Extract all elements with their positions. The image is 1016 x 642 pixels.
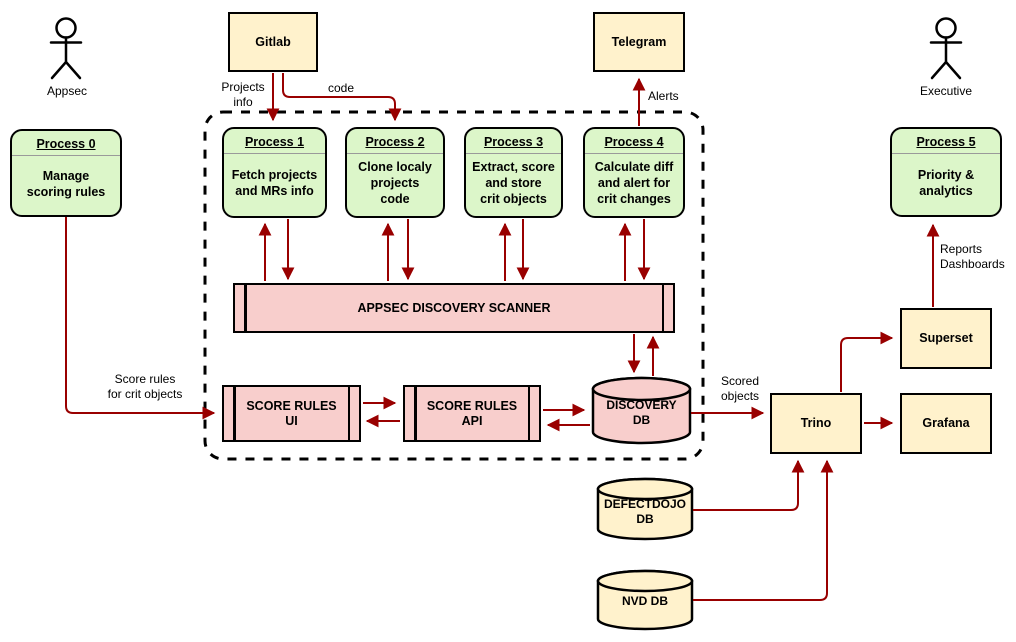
- discovery-db-label: DISCOVERY DB: [606, 398, 677, 427]
- arrow-nvd-to-trino: [693, 459, 834, 601]
- arrow-gitlab-to-p2: [282, 73, 402, 122]
- nvd-db-cylinder: [596, 569, 694, 631]
- scanner-label: APPSEC DISCOVERY SCANNER: [357, 300, 551, 315]
- process-4-node: Process 4 Calculate diff and alert for c…: [583, 127, 685, 218]
- nvd-db-label: NVD DB: [621, 594, 668, 608]
- process-1-title: Process 1: [244, 135, 305, 149]
- process-5-title: Process 5: [916, 135, 976, 149]
- defectdojo-db-label: DEFECTDOJO DB: [603, 497, 686, 526]
- process-0-node: Process 0 Manage scoring rules: [10, 129, 122, 217]
- process-4-body: Calculate diff and alert for crit change…: [594, 160, 674, 206]
- process-5-node: Process 5 Priority & analytics: [890, 127, 1002, 217]
- process-2-body: Clone localy projects code: [358, 160, 432, 206]
- process-3-divider: [466, 153, 561, 154]
- process-1-body: Fetch projects and MRs info: [231, 168, 318, 198]
- appsec-discovery-scanner-node: APPSEC DISCOVERY SCANNER: [233, 283, 675, 333]
- grafana-node: Grafana: [900, 393, 992, 454]
- process-5-body: Priority & analytics: [917, 167, 975, 198]
- edge-label-reports-dashboards: Reports Dashboards: [940, 242, 1005, 271]
- arrow-p0-to-ui: [65, 217, 216, 420]
- edge-label-alerts: Alerts: [648, 89, 679, 103]
- process-2-divider: [347, 153, 443, 154]
- edge-label-scored-objects: Scored objects: [721, 374, 760, 403]
- process-3-body: Extract, score and store crit objects: [472, 160, 555, 206]
- gitlab-node: Gitlab: [228, 12, 318, 72]
- process-0-title: Process 0: [36, 137, 96, 151]
- diagram-arrows: [65, 73, 940, 601]
- trino-node: Trino: [770, 393, 862, 454]
- superset-label: Superset: [919, 331, 973, 345]
- superset-node: Superset: [900, 308, 992, 369]
- executive-actor-icon: [929, 17, 963, 80]
- edge-label-score-rules: Score rules for crit objects: [107, 372, 183, 401]
- score-rules-ui-label: SCORE RULES UI: [246, 398, 337, 428]
- defectdojo-db-cylinder: [596, 477, 694, 541]
- process-3-title: Process 3: [483, 135, 544, 149]
- appsec-actor-icon: [49, 17, 83, 80]
- process-0-body: Manage scoring rules: [26, 168, 106, 199]
- process-1-node: Process 1 Fetch projects and MRs info: [222, 127, 327, 218]
- process-1-divider: [224, 153, 325, 154]
- process-2-node: Process 2 Clone localy projects code: [345, 127, 445, 218]
- process-5-divider: [892, 153, 1000, 154]
- process-2-title: Process 2: [365, 135, 425, 149]
- gitlab-label: Gitlab: [255, 34, 291, 49]
- process-3-node: Process 3 Extract, score and store crit …: [464, 127, 563, 218]
- score-rules-api-label: SCORE RULES API: [426, 398, 518, 428]
- score-rules-api-node: SCORE RULES API: [403, 385, 541, 442]
- executive-actor-label: Executive: [919, 84, 973, 98]
- appsec-actor-label: Appsec: [46, 84, 88, 98]
- telegram-node: Telegram: [593, 12, 685, 72]
- edge-label-projects-info: Projects info: [221, 80, 265, 109]
- arrow-trino-to-superset: [840, 331, 894, 392]
- process-4-divider: [585, 153, 683, 154]
- score-rules-ui-node: SCORE RULES UI: [222, 385, 361, 442]
- trino-label: Trino: [800, 416, 832, 430]
- edge-label-code: code: [327, 81, 355, 95]
- process-0-divider: [12, 155, 120, 156]
- process-4-title: Process 4: [604, 135, 664, 149]
- arrow-defectdojo-to-trino: [693, 459, 805, 511]
- discovery-db-cylinder: [591, 376, 692, 445]
- grafana-label: Grafana: [922, 416, 970, 430]
- telegram-label: Telegram: [611, 34, 667, 49]
